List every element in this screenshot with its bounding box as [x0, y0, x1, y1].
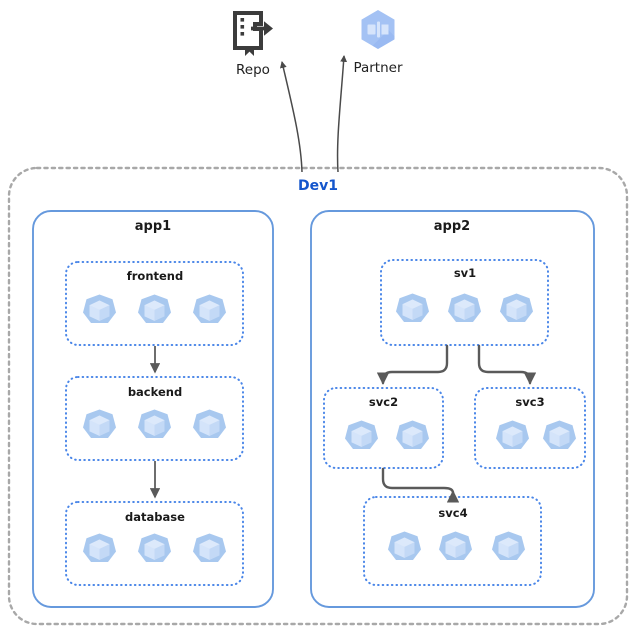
pod-group-sv1	[396, 293, 533, 322]
service-database-boundary	[65, 501, 244, 586]
edge-sv1-svc3	[477, 344, 537, 385]
app2-boundary	[310, 210, 595, 608]
service-backend-label: backend	[127, 385, 183, 399]
pod-group-svc2	[345, 420, 429, 449]
partner-icon[interactable]	[356, 6, 400, 54]
service-svc2-label: svc2	[368, 395, 399, 409]
env-dev1-boundary	[7, 166, 629, 626]
service-svc4-label: svc4	[438, 506, 468, 520]
app1-boundary	[32, 210, 274, 608]
edge-dev1-repo	[279, 60, 303, 173]
repo-label: Repo	[236, 62, 270, 78]
service-frontend-boundary	[65, 261, 244, 346]
partner-hexagon-icon	[361, 10, 395, 49]
pod-group-svc3	[496, 420, 576, 449]
service-sv1-boundary	[380, 259, 549, 346]
repo-icon[interactable]	[231, 10, 275, 58]
pod-group-database	[83, 533, 226, 562]
service-frontend-label: frontend	[126, 269, 184, 283]
service-svc4-boundary	[363, 496, 542, 586]
edge-dev1-partner	[336, 54, 348, 173]
edge-sv1-svc2	[376, 344, 449, 385]
pod-group-frontend	[83, 294, 226, 323]
service-sv1-label: sv1	[453, 266, 477, 280]
service-svc3-boundary	[474, 387, 586, 469]
app2-label: app2	[433, 219, 471, 234]
env-dev1-label: Dev1	[298, 178, 338, 194]
app1-label: app1	[134, 219, 172, 234]
pod-group-svc4	[388, 531, 525, 560]
pod-group-backend	[83, 409, 226, 438]
repository-export-icon	[233, 11, 273, 56]
service-database-label: database	[125, 510, 185, 524]
partner-label: Partner	[353, 60, 403, 76]
service-svc3-label: svc3	[515, 395, 545, 409]
edge-svc2-svc4	[381, 467, 460, 503]
service-backend-boundary	[65, 376, 244, 461]
